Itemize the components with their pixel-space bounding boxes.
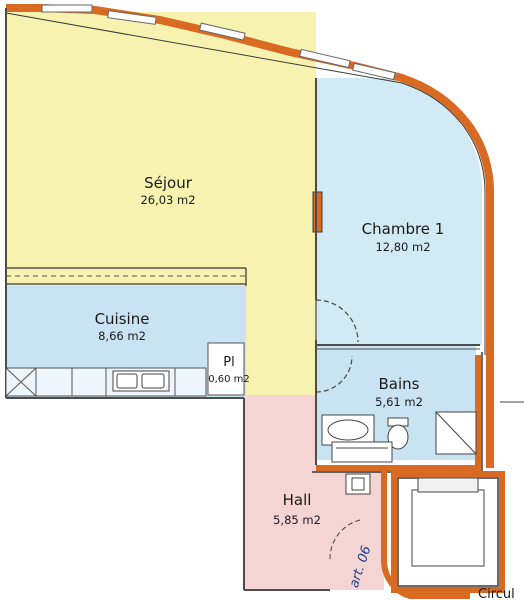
bains-name: Bains	[379, 375, 420, 393]
bains-door	[315, 355, 353, 393]
sejour-area: 26,03 m2	[140, 193, 195, 207]
chambre-name: Chambre 1	[362, 220, 445, 238]
walls	[5, 8, 480, 591]
hall-fill	[244, 395, 384, 590]
facade-wall-inner	[5, 12, 486, 355]
kitchen-counter	[6, 267, 247, 286]
washbasin-icon	[331, 441, 393, 463]
cuisine-area: 8,66 m2	[98, 329, 146, 343]
bains-area: 5,61 m2	[375, 395, 423, 409]
hall-area: 5,85 m2	[273, 513, 321, 527]
hall-name: Hall	[283, 491, 312, 509]
facade-windows	[41, 4, 396, 81]
chambre-area: 12,80 m2	[375, 240, 430, 254]
chambre-door	[315, 299, 359, 343]
sejour-name: Séjour	[144, 174, 193, 192]
placard-outline	[207, 342, 245, 396]
placard-area: 0,60 m2	[208, 374, 250, 385]
toilet-icon	[387, 417, 409, 450]
bains-wall	[316, 355, 481, 471]
cuisine-name: Cuisine	[95, 310, 150, 328]
shaft-block	[345, 471, 505, 593]
edge-label: Circul	[478, 587, 515, 600]
placard-fill	[208, 343, 244, 395]
shower-icon	[435, 411, 477, 455]
bathtub-icon	[321, 414, 375, 446]
kitchen-sink-icon	[112, 370, 170, 392]
hall-entry-wall	[381, 465, 470, 599]
hall-entry-door	[329, 519, 361, 561]
facade-opening	[312, 191, 323, 233]
placard-name: Pl	[223, 355, 234, 370]
chambre-fill	[316, 78, 482, 345]
kitchen-worktop	[5, 367, 207, 397]
